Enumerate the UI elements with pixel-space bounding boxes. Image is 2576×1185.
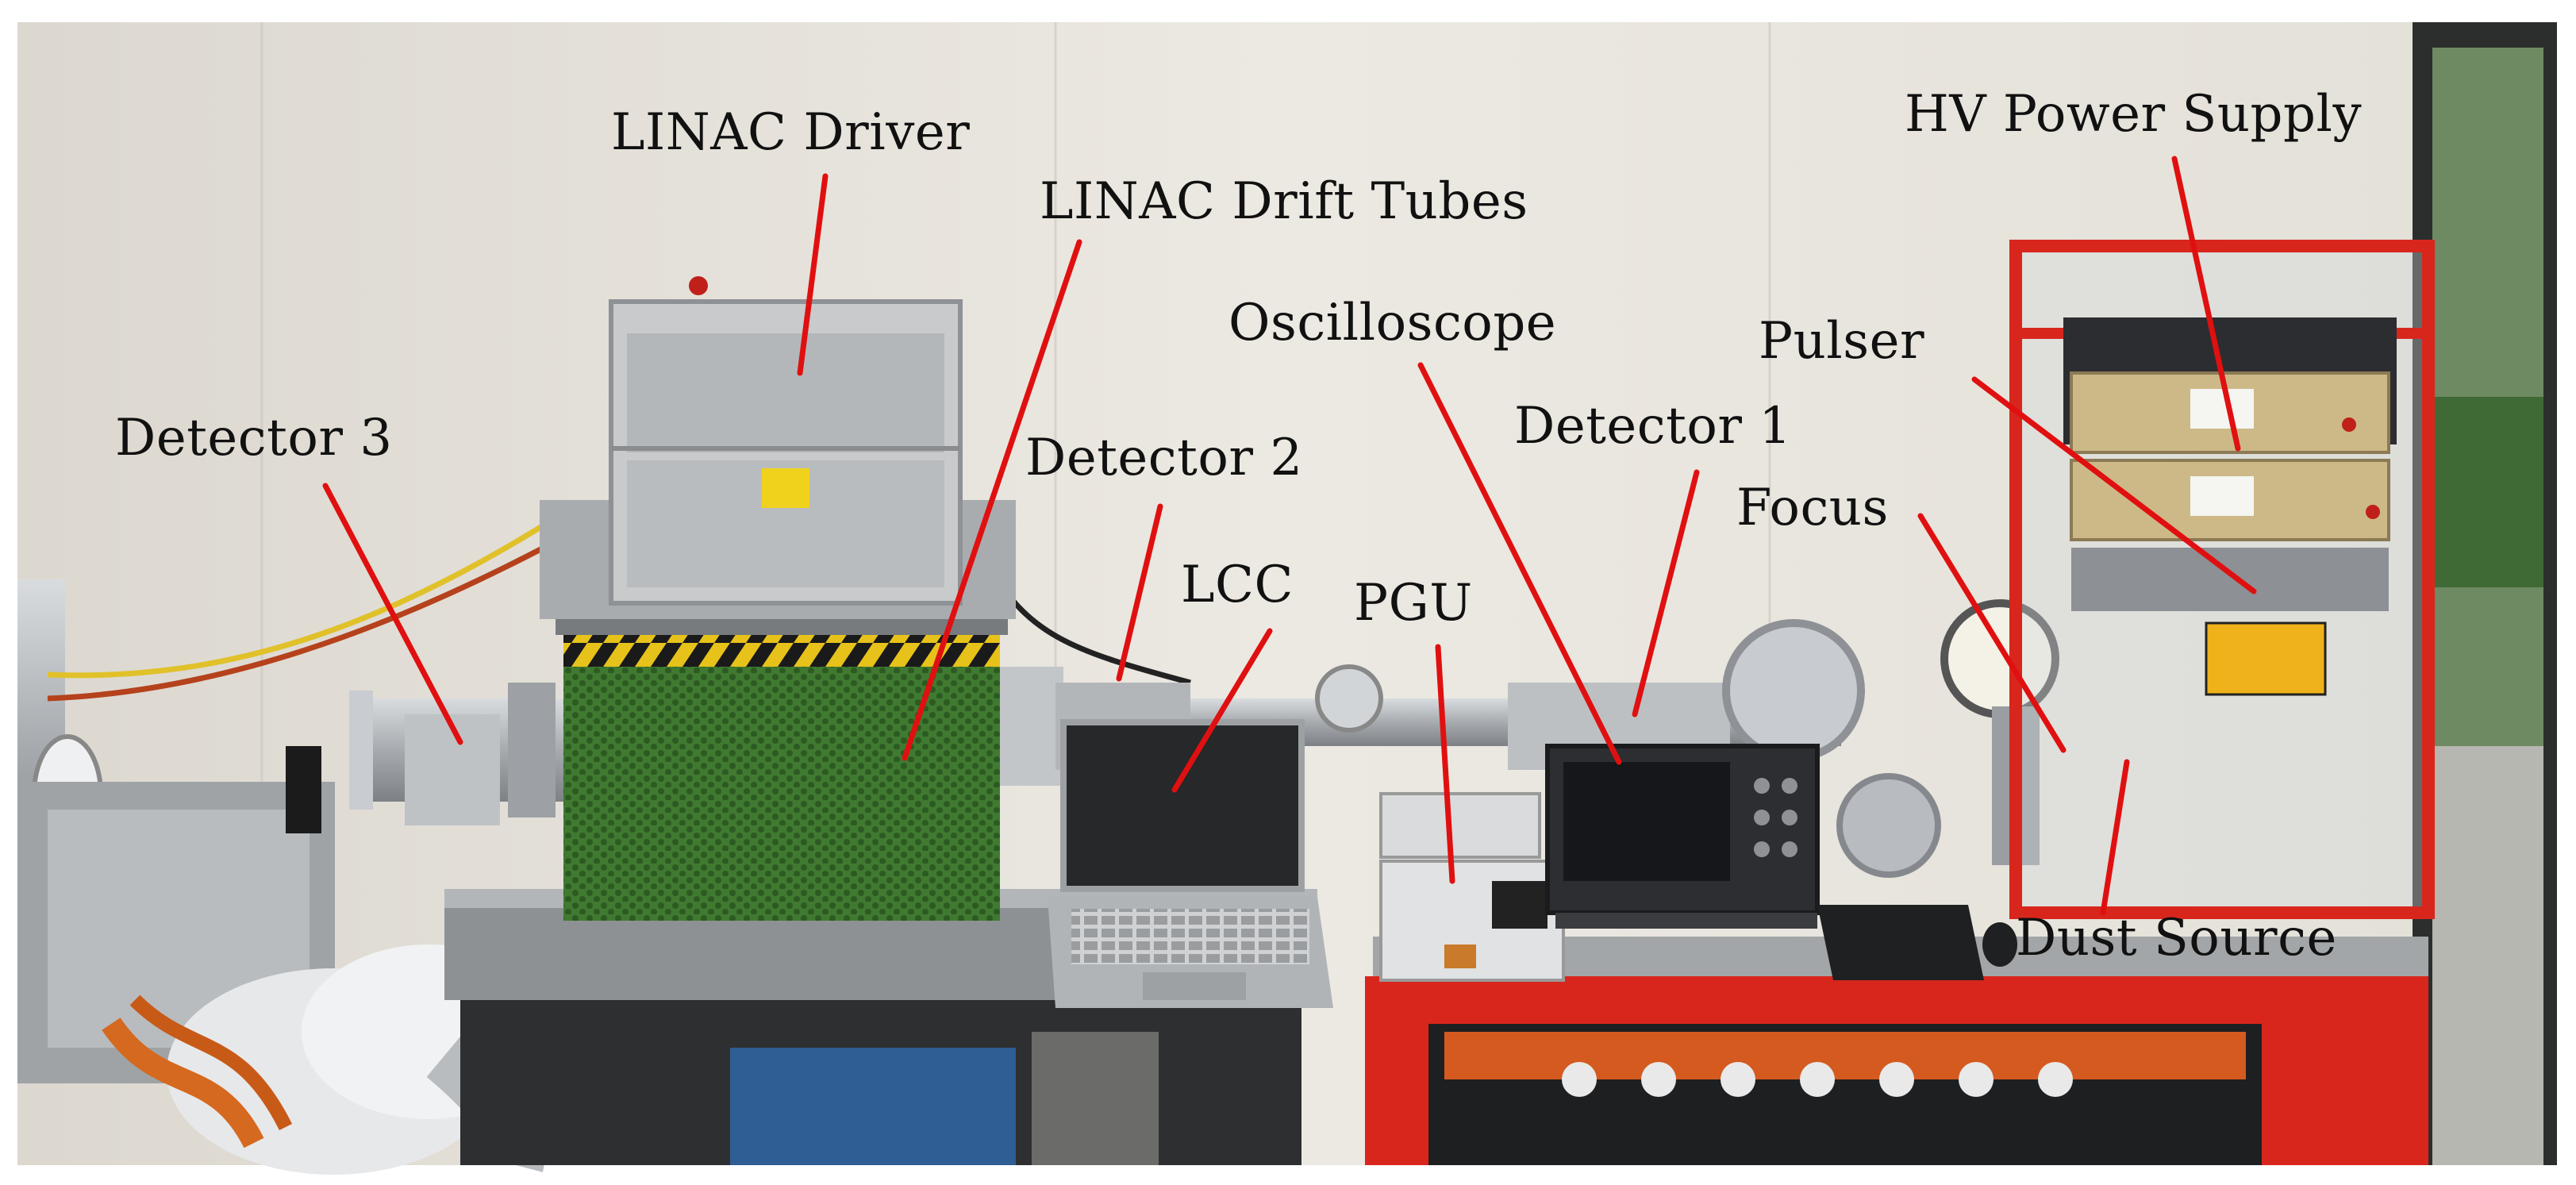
pointer-detector-1 <box>1632 469 1700 718</box>
pointer-oscilloscope <box>1417 362 1622 765</box>
pointer-pgu <box>1435 644 1455 884</box>
pointer-pulser <box>1971 376 2257 594</box>
label-hv-power-supply: HV Power Supply <box>1905 85 2363 144</box>
label-pgu: PGU <box>1354 574 1473 633</box>
pointer-lcc <box>1171 628 1273 793</box>
label-linac-drift-tubes: LINAC Drift Tubes <box>1040 172 1528 231</box>
red-cable <box>47 513 605 702</box>
oscilloscope-device <box>1545 744 1820 929</box>
pointer-focus <box>1917 513 2067 753</box>
yellow-cable <box>47 506 573 679</box>
hv-power-supply-rack <box>2009 240 2435 919</box>
label-detector-3: Detector 3 <box>115 409 393 467</box>
pgu-stack <box>1379 792 1565 982</box>
label-detector-1: Detector 1 <box>1514 397 1792 456</box>
pointer-detector-2 <box>1116 503 1163 682</box>
detector-3-assembly <box>349 683 563 825</box>
label-dust-source: Dust Source <box>2016 909 2337 968</box>
pointer-linac-driver <box>797 173 829 376</box>
label-linac-driver: LINAC Driver <box>611 103 971 162</box>
label-focus: Focus <box>1736 479 1889 537</box>
label-oscilloscope: Oscilloscope <box>1228 294 1557 352</box>
annotation-lines <box>322 156 2257 916</box>
lcc-laptop <box>1048 719 1333 1008</box>
linac-driver-box <box>609 276 963 606</box>
pointer-linac-drift-tubes <box>902 239 1082 761</box>
label-pulser: Pulser <box>1759 312 1925 371</box>
keyboard <box>1817 905 2017 980</box>
label-detector-2: Detector 2 <box>1025 429 1303 487</box>
pointer-hv-power-supply <box>2171 156 2241 452</box>
pointer-dust-source <box>2100 759 2130 916</box>
window <box>2413 22 2557 1165</box>
pointer-detector-3 <box>322 483 463 745</box>
label-lcc: LCC <box>1181 556 1294 614</box>
